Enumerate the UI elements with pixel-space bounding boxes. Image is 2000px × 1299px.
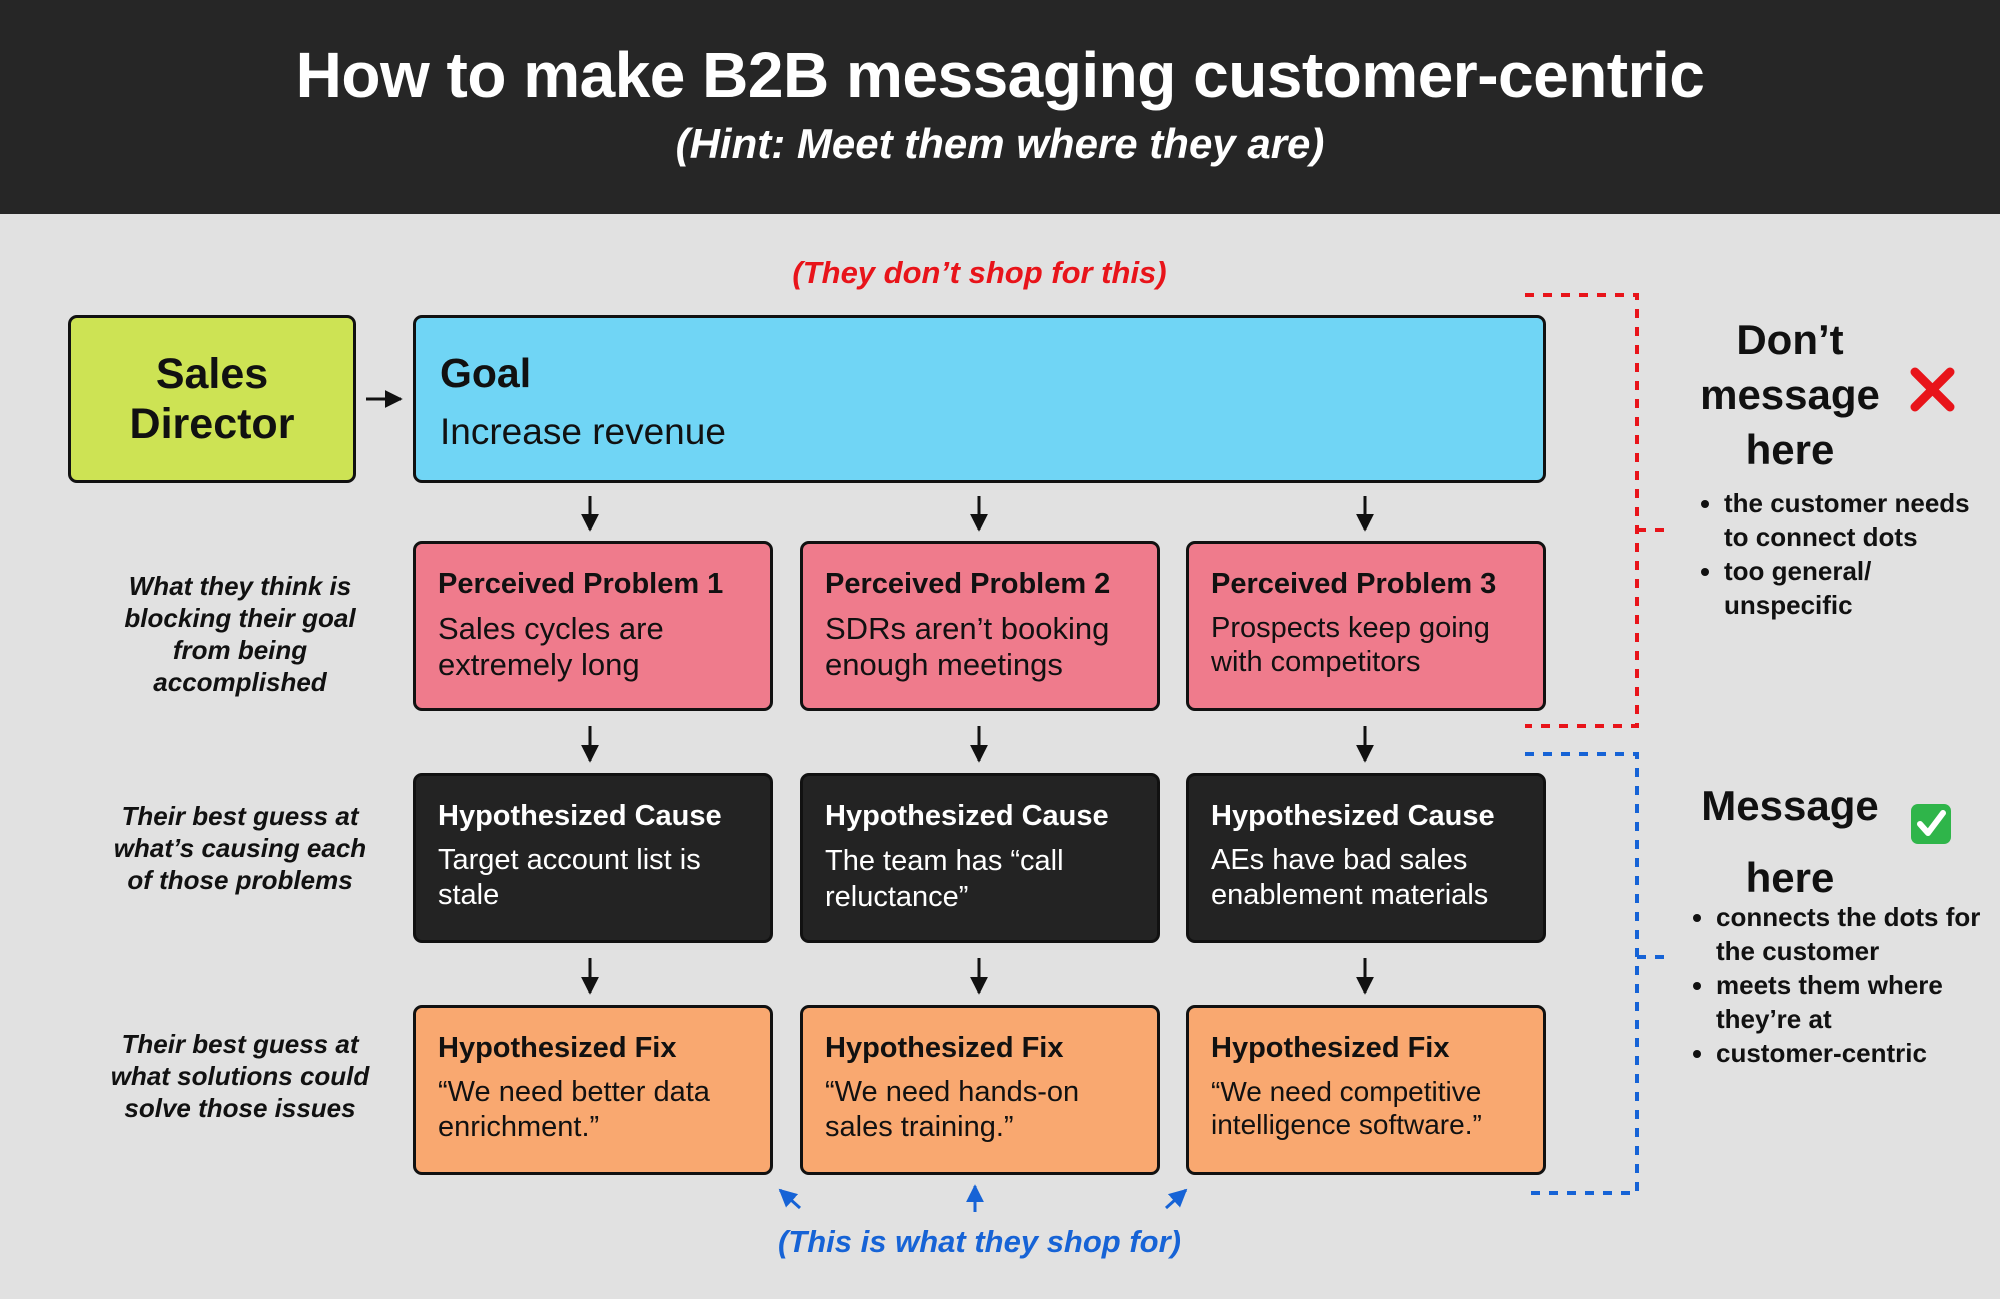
list-item: the customer needs to connect dots xyxy=(1724,486,1994,554)
fix-card-3: Hypothesized Fix “We need competitive in… xyxy=(1186,1005,1546,1175)
check-mark-icon xyxy=(1911,804,1951,844)
top-note: (They don’t shop for this) xyxy=(792,255,1167,290)
page-subtitle: (Hint: Meet them where they are) xyxy=(675,120,1325,167)
fix-text: “We need competitive intelligence softwa… xyxy=(1211,1076,1482,1140)
message-here-title: Message here xyxy=(1701,782,1879,901)
row-label-problems: What they think is blocking their goal f… xyxy=(124,571,356,697)
problem-title: Perceived Problem 2 xyxy=(825,568,1111,600)
goal-text: Increase revenue xyxy=(440,411,726,452)
goal-title: Goal xyxy=(440,350,532,396)
cause-title: Hypothesized Cause xyxy=(1211,800,1495,832)
fix-title: Hypothesized Fix xyxy=(438,1032,677,1064)
persona-label: Sales Director xyxy=(129,350,295,448)
header: How to make B2B messaging customer-centr… xyxy=(0,0,2000,214)
cause-card-2: Hypothesized Cause The team has “call re… xyxy=(800,773,1160,943)
problem-card-1: Perceived Problem 1 Sales cycles are ext… xyxy=(413,541,773,711)
problem-text: Prospects keep going with competitors xyxy=(1211,612,1490,678)
problem-title: Perceived Problem 1 xyxy=(438,568,724,600)
list-item: connects the dots for the customer xyxy=(1716,900,2000,968)
dont-message-title: Don’t message here xyxy=(1700,316,1880,473)
blue-bracket xyxy=(1525,752,1639,1195)
problem-card-3: Perceived Problem 3 Prospects keep going… xyxy=(1186,541,1546,711)
problem-title: Perceived Problem 3 xyxy=(1211,568,1497,600)
blue-arrow xyxy=(778,1188,802,1210)
persona-box: Sales Director xyxy=(68,315,356,483)
cause-card-3: Hypothesized Cause AEs have bad sales en… xyxy=(1186,773,1546,943)
row-label-causes: Their best guess at what’s causing each … xyxy=(113,801,367,895)
list-item: meets them where they’re at xyxy=(1716,968,2000,1036)
problem-text: SDRs aren’t booking enough meetings xyxy=(825,611,1110,682)
fix-title: Hypothesized Fix xyxy=(1211,1032,1450,1064)
cause-text: AEs have bad sales enablement materials xyxy=(1211,844,1489,911)
cause-text: Target account list is stale xyxy=(438,844,701,911)
blue-arrow xyxy=(1164,1188,1188,1210)
cross-mark-icon xyxy=(1910,367,1955,412)
row-label-fixes: Their best guess at what solutions could… xyxy=(110,1029,370,1123)
cause-title: Hypothesized Cause xyxy=(438,800,722,832)
fix-text: “We need hands-on sales training.” xyxy=(825,1076,1080,1143)
red-bracket xyxy=(1525,293,1639,728)
cause-title: Hypothesized Cause xyxy=(825,800,1109,832)
problem-card-2: Perceived Problem 2 SDRs aren’t booking … xyxy=(800,541,1160,711)
problem-text: Sales cycles are extremely long xyxy=(438,611,664,682)
fix-card-1: Hypothesized Fix “We need better data en… xyxy=(413,1005,773,1175)
dont-bullets: the customer needs to connect dots too g… xyxy=(1696,486,1994,622)
cause-card-1: Hypothesized Cause Target account list i… xyxy=(413,773,773,943)
page-title: How to make B2B messaging customer-centr… xyxy=(295,39,1705,111)
goal-box: Goal Increase revenue xyxy=(413,315,1546,483)
do-bullets: connects the dots for the customer meets… xyxy=(1688,900,2000,1070)
list-item: customer-centric xyxy=(1716,1036,2000,1070)
list-item: too general/ unspecific xyxy=(1724,554,1994,622)
bottom-note: (This is what they shop for) xyxy=(777,1224,1181,1259)
cause-text: The team has “call reluctance” xyxy=(825,845,1064,913)
fix-text: “We need better data enrichment.” xyxy=(438,1076,710,1143)
fix-card-2: Hypothesized Fix “We need hands-on sales… xyxy=(800,1005,1160,1175)
fix-title: Hypothesized Fix xyxy=(825,1032,1064,1064)
